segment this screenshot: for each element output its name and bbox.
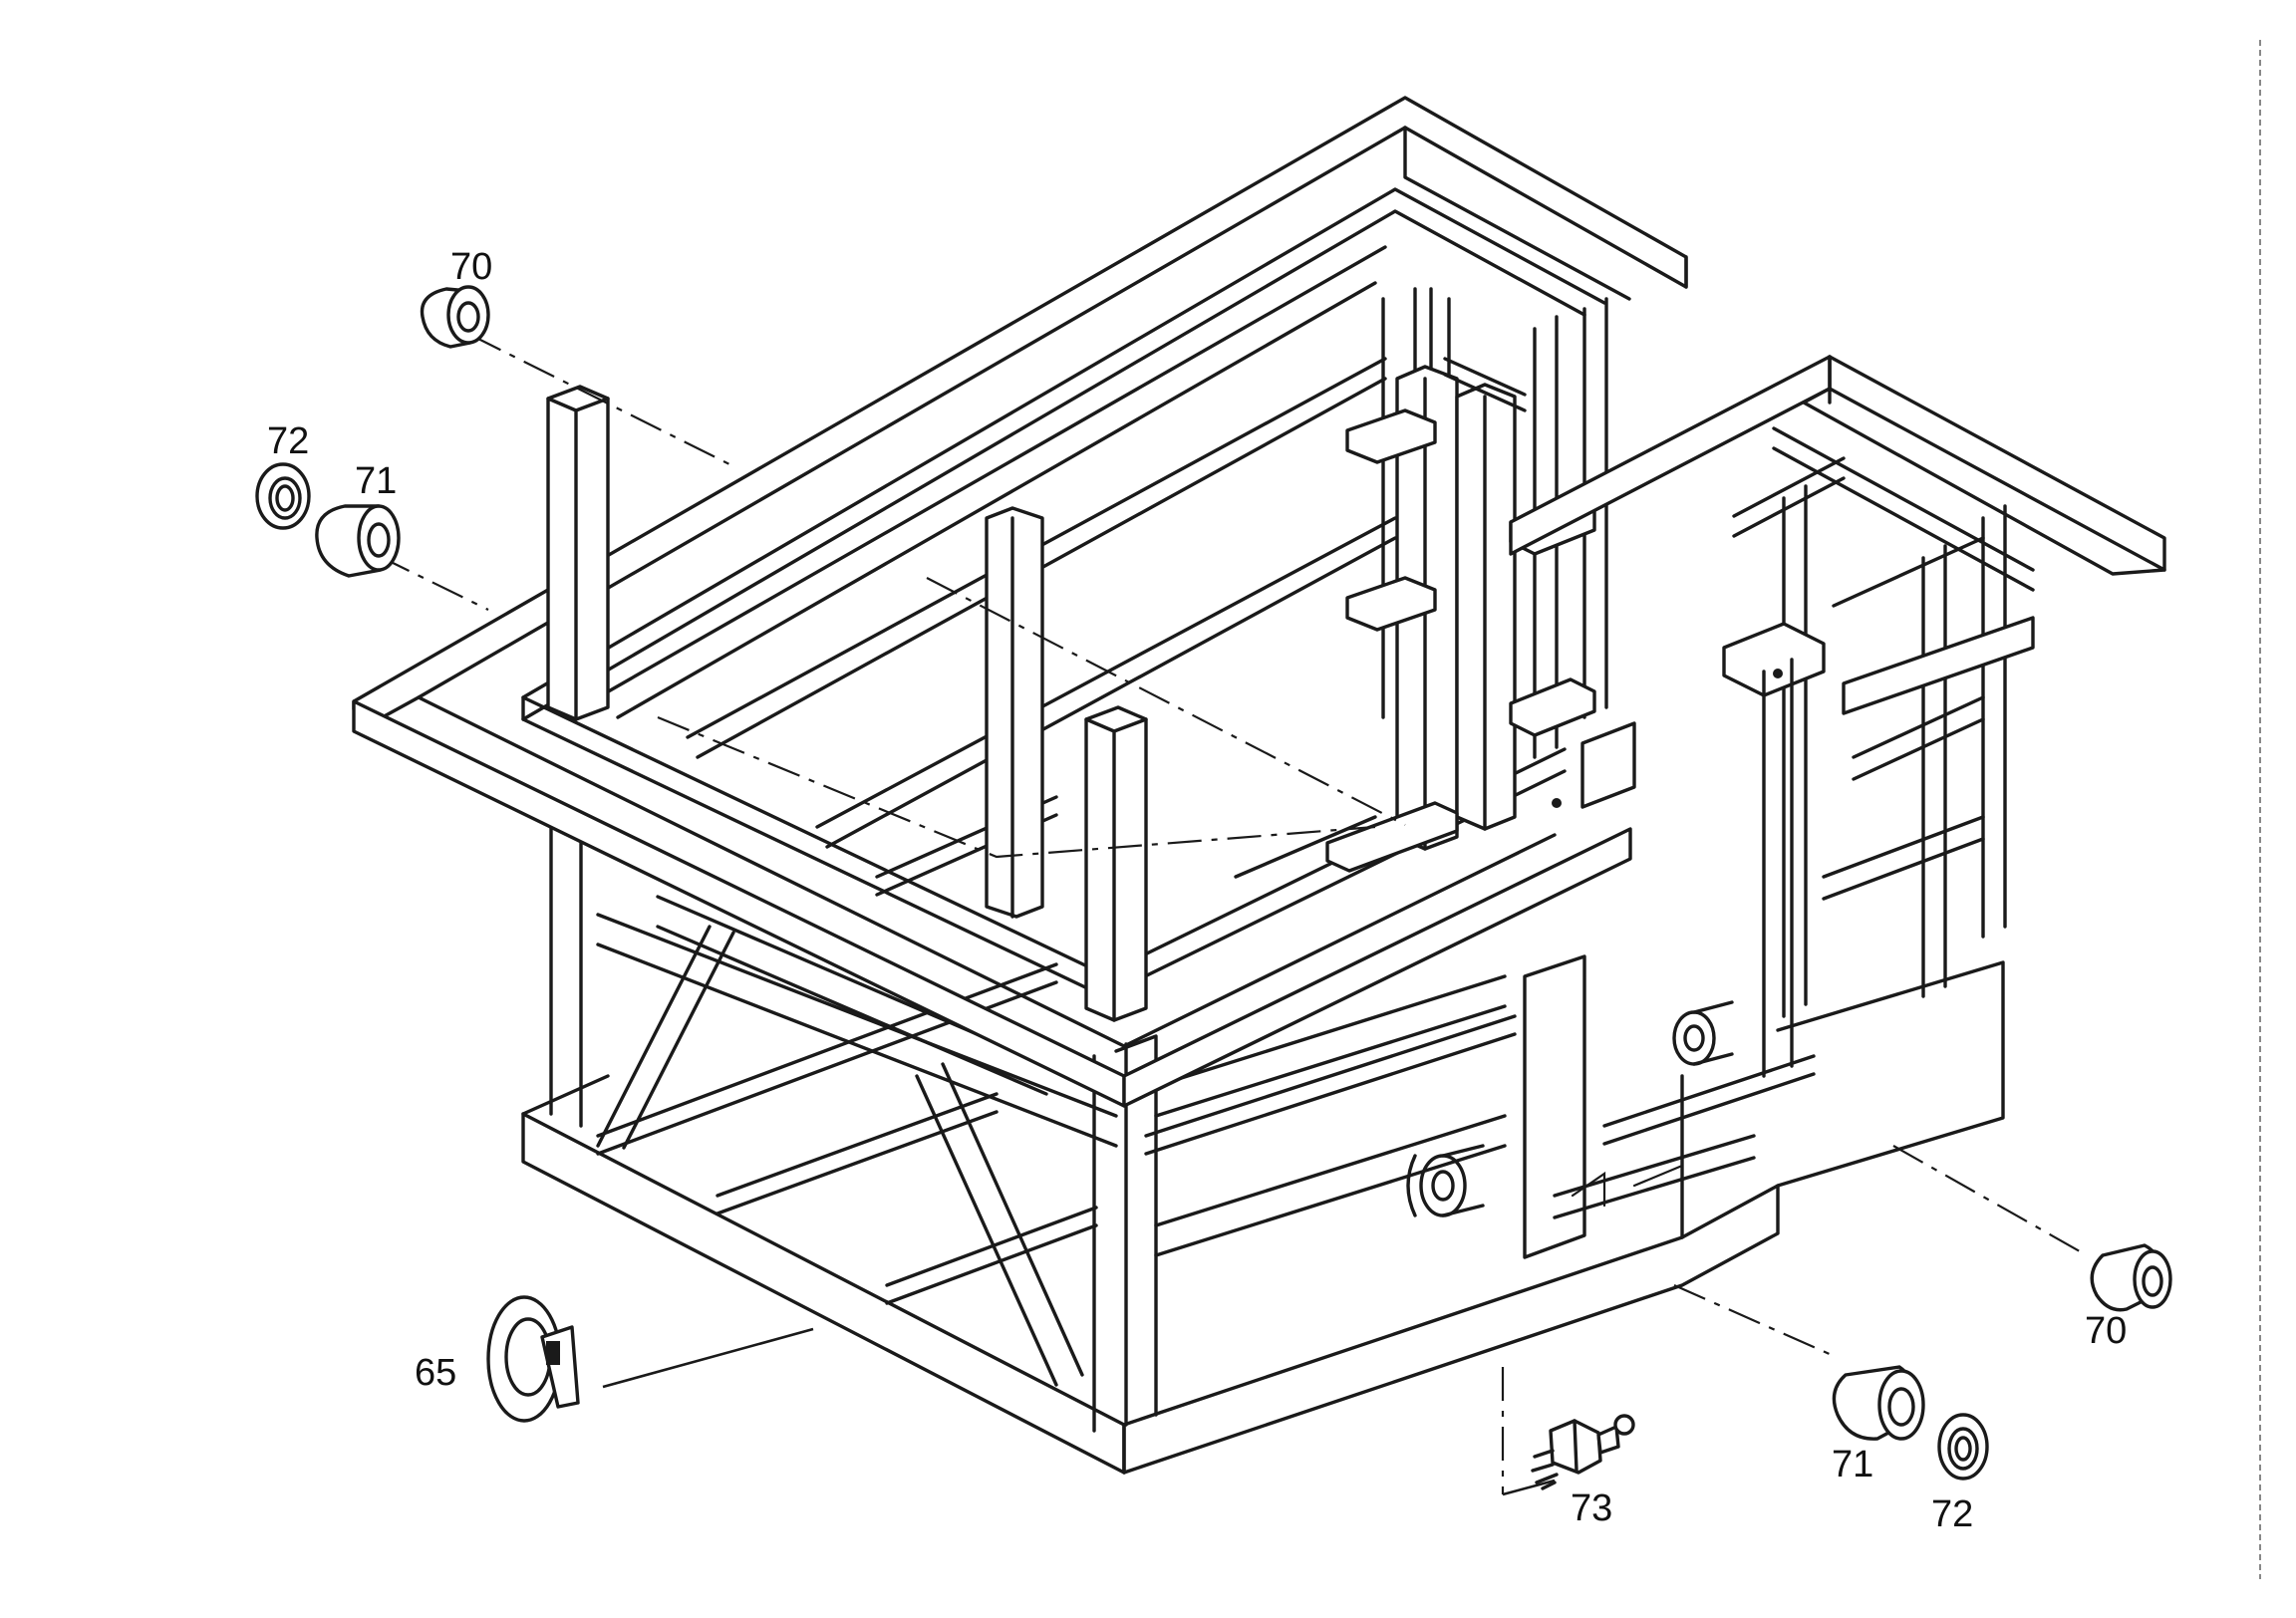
part-72-washer-right	[1937, 1413, 1989, 1481]
label-72-left: 72	[267, 420, 309, 462]
centerlines	[378, 334, 2088, 1494]
main-frame	[352, 96, 2166, 1475]
label-65: 65	[415, 1352, 456, 1394]
leader-line-65	[602, 1327, 814, 1389]
part-71-bushing-right	[1832, 1365, 1925, 1441]
part-73-fitting	[1531, 1414, 1635, 1490]
label-71-left: 71	[355, 460, 397, 502]
part-70-bushing-right	[2090, 1243, 2172, 1312]
label-73: 73	[1571, 1487, 1612, 1529]
part-72-washer-left	[255, 462, 311, 530]
leader-line-73	[1502, 1479, 1556, 1496]
part-71-bushing-left	[315, 504, 401, 578]
label-70-right: 70	[2085, 1310, 2127, 1352]
label-72-right: 72	[1931, 1493, 1973, 1535]
label-70-top: 70	[450, 246, 492, 288]
part-65-clamp	[486, 1295, 580, 1423]
part-70-bushing-top-left	[420, 285, 490, 349]
label-71-right: 71	[1832, 1444, 1873, 1485]
